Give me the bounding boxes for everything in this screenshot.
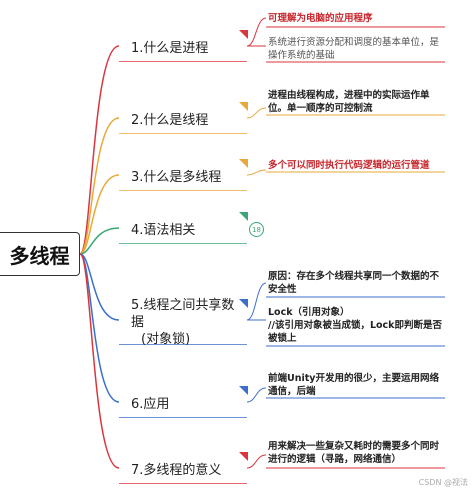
corner-marker-icon (239, 452, 248, 461)
corner-marker-icon (239, 386, 248, 395)
note-5a: 原因：存在多个线程共享同一个数据的不安全性 (268, 271, 440, 295)
branch-7-label: 7.多线程的意义 (131, 462, 222, 478)
collapsed-count-badge[interactable]: 18 (249, 222, 264, 237)
note-3: 多个可以同时执行代码逻辑的运行管道 (268, 160, 430, 171)
branch-7[interactable]: 7.多线程的意义 (119, 452, 248, 483)
branch-2[interactable]: 2.什么是线程 (119, 102, 248, 133)
note-1b: 系统进行资源分配和调度的基本单位，是操作系统的基础 (268, 37, 440, 61)
corner-marker-icon (239, 30, 248, 39)
branch-5[interactable]: 5.线程之间共享数据 (对象锁) (119, 298, 248, 347)
branch-1-label: 1.什么是进程 (131, 40, 209, 56)
branch-3-label: 3.什么是多线程 (131, 169, 222, 185)
note-2: 进程由线程构成，进程中的实际运作单位。单一顺序的可控制流 (268, 90, 430, 114)
branch-6-label: 6.应用 (131, 396, 170, 412)
note-7: 用来解决一些复杂又耗时的需要多个同时进行的逻辑（寻路，网络通信） (268, 441, 440, 465)
branch-1[interactable]: 1.什么是进程 (119, 30, 248, 61)
branch-6[interactable]: 6.应用 (119, 386, 248, 417)
note-6: 前端Unity开发用的很少，主要运用网络通信，后端 (268, 373, 439, 397)
note-5b: Lock（引用对象） (268, 307, 350, 318)
note-1a: 可理解为电脑的应用程序 (268, 13, 373, 24)
branch-5-label-line1: 5.线程之间共享数据 (131, 297, 235, 330)
branch-5-label: 5.线程之间共享数据 (对象锁) (131, 297, 247, 348)
branch-2-label: 2.什么是线程 (131, 112, 209, 128)
root-topic[interactable]: 多线程 (0, 232, 80, 276)
branch-3[interactable]: 3.什么是多线程 (119, 159, 248, 190)
branch-4-label: 4.语法相关 (131, 222, 196, 238)
note-5c: //该引用对象被当成锁，Lock即判断是否被锁上 (268, 320, 442, 344)
branch-4[interactable]: 4.语法相关 (119, 212, 248, 243)
corner-marker-icon (239, 102, 248, 111)
branch-5-label-line2: (对象锁) (141, 331, 191, 347)
corner-marker-icon (239, 212, 248, 221)
watermark: CSDN @视法 (418, 478, 468, 487)
corner-marker-icon (239, 299, 248, 308)
corner-marker-icon (239, 159, 248, 168)
